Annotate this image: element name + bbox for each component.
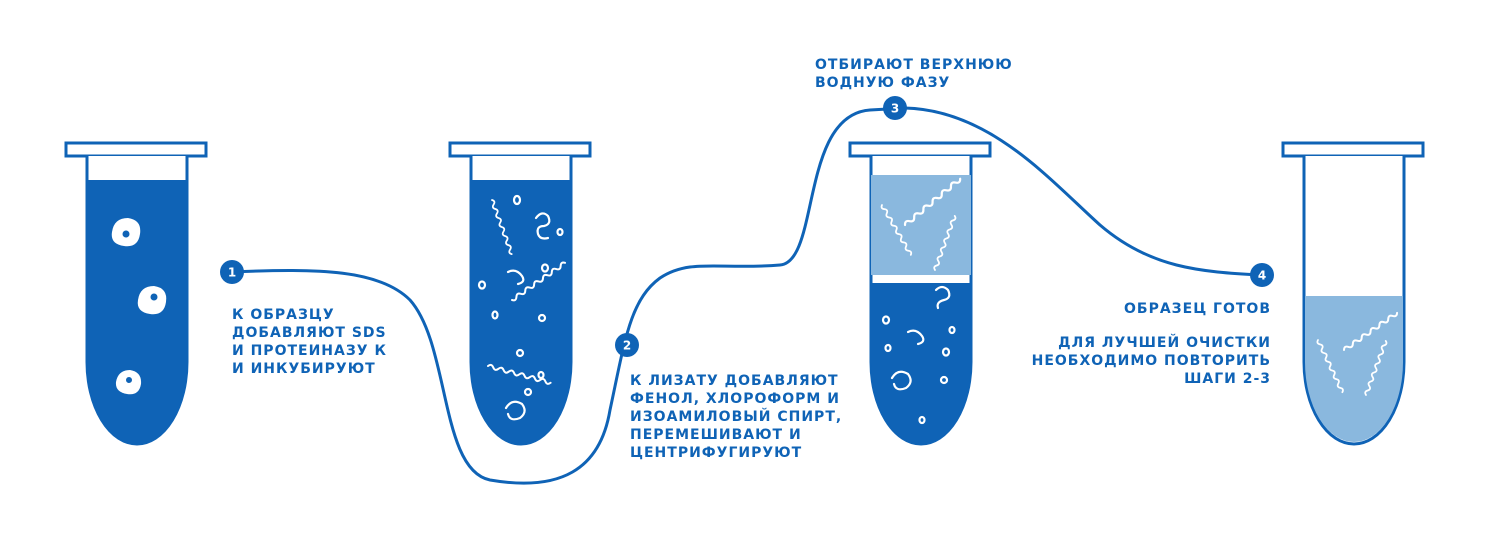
process-path-line — [231, 106, 1263, 485]
organic-phase — [871, 283, 971, 444]
step-3-description: Отбирают верхнюю водную фазу — [815, 57, 1013, 91]
repeat-note: Для лучшей очистки необходимо повторить … — [1031, 335, 1271, 387]
cell-icon — [137, 286, 167, 315]
svg-text:4: 4 — [1258, 269, 1266, 283]
tube-1-liquid — [87, 180, 187, 444]
svg-text:2: 2 — [623, 339, 631, 353]
tube-4 — [1281, 141, 1425, 446]
step-marker-2: 2 — [615, 333, 639, 357]
svg-text:1: 1 — [228, 266, 236, 280]
step-marker-3: 3 — [883, 96, 907, 120]
svg-text:3: 3 — [891, 102, 899, 116]
debris — [881, 285, 956, 425]
pure-dna-solution — [1305, 296, 1403, 442]
step-2-description: К лизату добавляют фенол, хлороформ и из… — [630, 373, 843, 461]
tube-1 — [64, 141, 208, 446]
step-1-description: К образцу добавляют SDS и протеиназу К и… — [232, 307, 387, 377]
step-marker-1: 1 — [220, 260, 244, 284]
tube-2-liquid — [471, 180, 571, 444]
cell-icon — [111, 218, 141, 247]
tube-2 — [448, 141, 592, 446]
step-marker-4: 4 — [1250, 263, 1274, 287]
lysate-fragments — [477, 194, 568, 421]
step-4-description: Образец готов — [1124, 301, 1271, 317]
aqueous-phase — [871, 175, 971, 275]
cell-icon — [115, 370, 142, 395]
tube-3 — [848, 141, 992, 446]
